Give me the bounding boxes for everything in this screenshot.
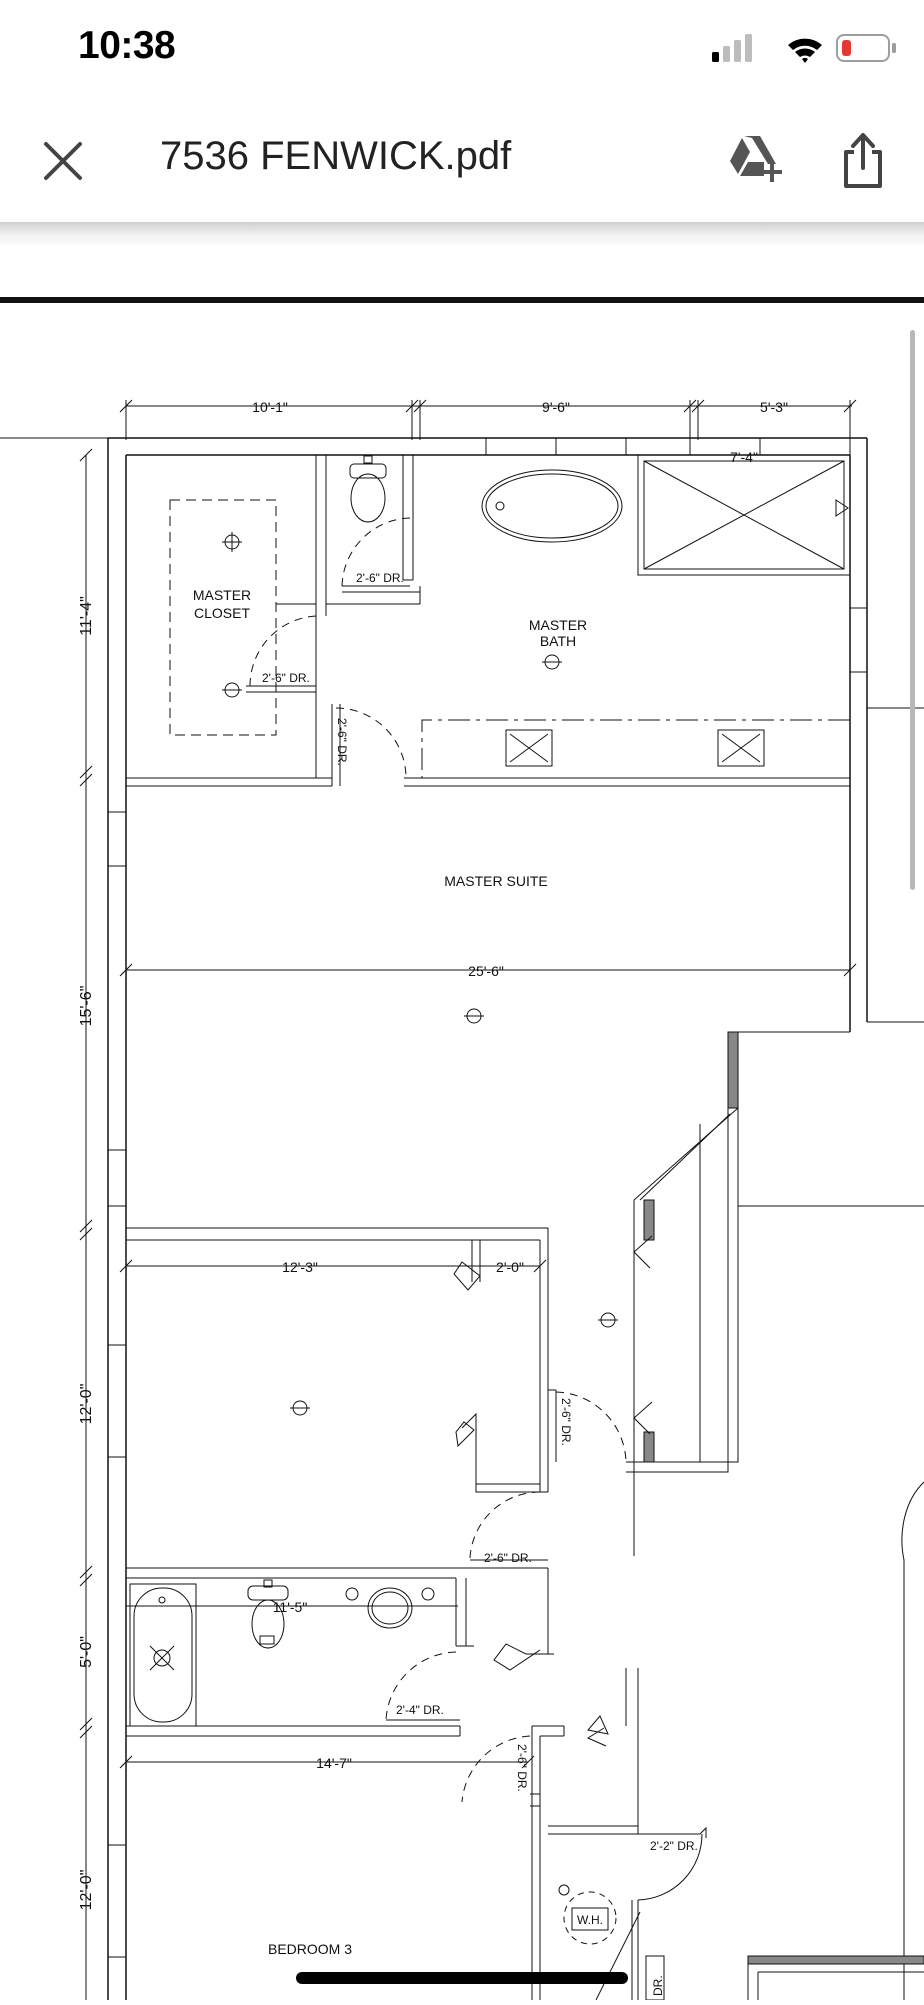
door-label-bottom-right: DR. [651, 1975, 665, 1996]
door-label-bedroom3: 2'-6" DR. [515, 1744, 529, 1792]
door-label-utility: 2'-2" DR. [650, 1839, 698, 1853]
dim-left-2: 15'-6" [78, 986, 95, 1027]
dim-top-right: 5'-3" [760, 399, 788, 415]
dim-left-1: 11'-4" [78, 596, 95, 636]
status-icons [700, 28, 900, 72]
door-label-closet: 2'-6" DR. [262, 671, 310, 685]
cellular-signal-icon [712, 34, 752, 62]
add-to-drive-icon [730, 136, 782, 182]
door-label-wc: 2'-6" DR. [356, 571, 404, 585]
dim-bedroom-width: 12'-3" [282, 1259, 318, 1275]
room-label-master-closet: MASTER [193, 587, 251, 603]
door-label-bath-entry: 2'-6" DR. [335, 718, 349, 766]
floor-plan-drawing: MASTER CLOSET MASTER BATH MASTER SUITE B… [0, 297, 924, 2001]
dim-shower: 7'-4" [730, 449, 758, 465]
dim-top-middle: 9'-6" [542, 399, 570, 415]
battery-low-icon [836, 34, 896, 62]
room-label-master-suite: MASTER SUITE [444, 873, 547, 889]
room-label-master-bath-2: BATH [540, 633, 576, 649]
dim-bedroom3-width: 14'-7" [316, 1755, 352, 1771]
status-time: 10:38 [78, 24, 176, 67]
room-label-bedroom-3: BEDROOM 3 [268, 1941, 352, 1957]
door-label-bedroom2: 2'-6" DR. [559, 1398, 573, 1446]
dim-left-5: 12'-0" [78, 1870, 95, 1911]
close-button[interactable] [38, 136, 88, 186]
scrollbar-thumb[interactable] [910, 330, 915, 890]
pdf-page-view[interactable]: MASTER CLOSET MASTER BATH MASTER SUITE B… [0, 244, 924, 2001]
room-label-master-closet-2: CLOSET [194, 605, 250, 621]
add-to-drive-button[interactable] [726, 134, 784, 184]
door-label-bath2: 2'-4" DR. [396, 1703, 444, 1717]
dim-left-3: 12'-0" [78, 1384, 95, 1425]
label-water-heater: W.H. [577, 1913, 603, 1927]
share-button[interactable] [838, 130, 888, 190]
dim-closet-width: 2'-0" [496, 1259, 524, 1275]
home-indicator[interactable] [296, 1972, 628, 1984]
dim-top-left: 10'-1" [252, 399, 288, 415]
dim-suite-width: 25'-6" [468, 963, 504, 979]
room-label-master-bath: MASTER [529, 617, 587, 633]
dim-bath-width: 11'-5" [273, 1599, 308, 1615]
dim-left-4: 5'-0" [78, 1636, 95, 1668]
status-bar: 10:38 [0, 0, 924, 100]
wifi-icon [788, 38, 822, 63]
toolbar-shadow [0, 222, 924, 244]
door-label-hall: 2'-6" DR. [484, 1551, 532, 1565]
close-icon [44, 142, 82, 180]
share-icon [844, 133, 882, 188]
document-title: 7536 FENWICK.pdf [160, 134, 512, 178]
